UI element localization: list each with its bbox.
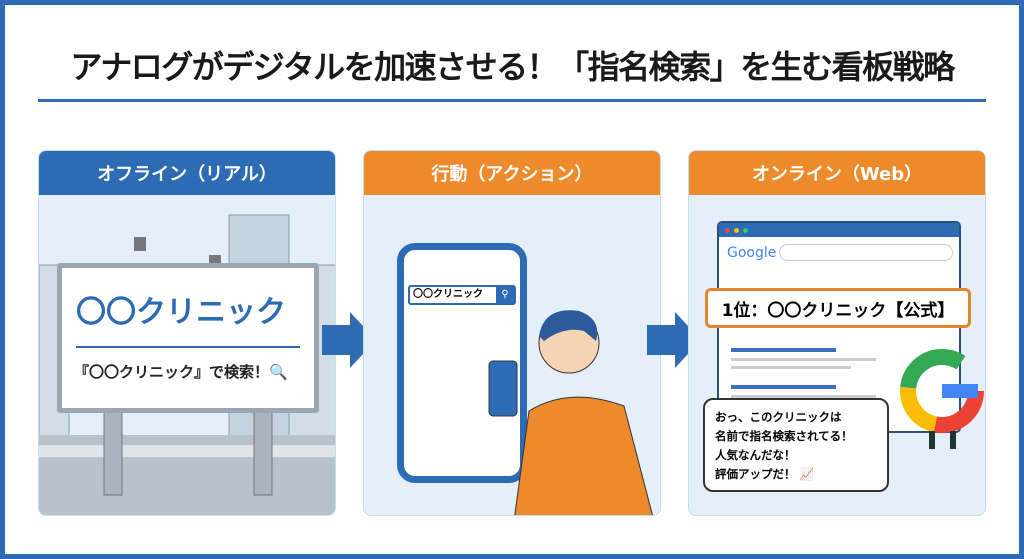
panel-header: オンライン（Web） (689, 151, 985, 195)
panel-online: オンライン（Web） Google 1位：〇〇クリニック【公式】 おっ、このクリ… (688, 150, 986, 516)
title-divider (38, 99, 986, 102)
google-mascot-icon (900, 349, 984, 449)
google-search-box (779, 244, 953, 261)
search-icon: ⚲ (496, 287, 514, 303)
bubble-line: 名前で指名検索されてる！ (715, 429, 853, 443)
search-text: 〇〇クリニック (413, 289, 483, 300)
bubble-line: おっ、このクリニックは (715, 410, 842, 424)
chart-up-icon: 📈 (799, 467, 814, 481)
arrow-right-icon (647, 312, 701, 368)
browser-titlebar (719, 223, 959, 237)
rank-result: 1位：〇〇クリニック【公式】 (705, 288, 971, 328)
search-results (731, 348, 876, 398)
search-box: 〇〇クリニック ⚲ (408, 285, 516, 305)
billboard-cta-text: 『〇〇クリニック』で検索！ (74, 363, 270, 381)
panel-offline: オフライン（リアル） 〇〇クリニック 『〇〇クリニック』で検索！🔍 (38, 150, 336, 516)
google-logo: Google (727, 245, 777, 261)
bubble-line: 人気なんだな！ (715, 448, 796, 462)
arrow-right-icon (322, 312, 376, 368)
magnifier-icon: 🔍 (269, 363, 288, 381)
panel-header: 行動（アクション） (364, 151, 660, 195)
bubble-line: 評価アップだ！ (715, 467, 796, 481)
person-illustration (488, 310, 653, 515)
billboard-clinic-name: 〇〇クリニック (76, 295, 286, 330)
panel-header: オフライン（リアル） (39, 151, 335, 195)
billboard-divider (76, 346, 300, 348)
billboard-cta: 『〇〇クリニック』で検索！🔍 (74, 362, 288, 382)
panel-action: 行動（アクション） 〇〇クリニック ⚲ (363, 150, 661, 516)
page-title: アナログがデジタルを加速させる！「指名検索」を生む看板戦略 (70, 48, 955, 86)
speech-bubble: おっ、このクリニックは 名前で指名検索されてる！ 人気なんだな！ 評価アップだ！… (703, 398, 889, 492)
billboard: 〇〇クリニック 『〇〇クリニック』で検索！🔍 (57, 263, 319, 413)
